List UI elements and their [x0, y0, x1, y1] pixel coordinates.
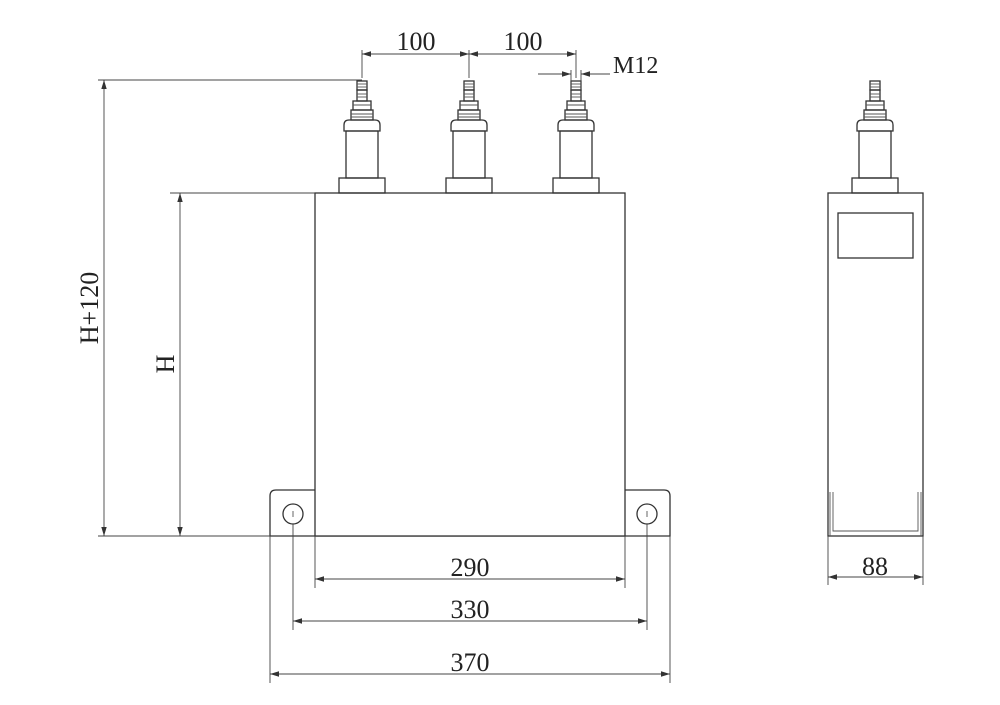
mounting-hole-right — [636, 503, 658, 525]
label-case-width: 290 — [451, 553, 490, 582]
terminal-bushing-right — [552, 80, 600, 194]
side-view — [827, 80, 924, 537]
label-hole-spacing: 330 — [451, 595, 490, 624]
mounting-hole-left — [282, 503, 304, 525]
terminal-bushing-left — [338, 80, 386, 194]
capacitor-case — [314, 192, 626, 537]
dimension-labels: 100 100 M12 H+120 H 290 330 370 88 — [75, 27, 888, 677]
label-bracket-width: 370 — [451, 648, 490, 677]
front-view — [269, 80, 671, 537]
label-pitch-2: 100 — [504, 27, 543, 56]
label-thread: M12 — [613, 53, 658, 79]
label-pitch-1: 100 — [397, 27, 436, 56]
label-depth: 88 — [862, 552, 888, 581]
side-terminal-bushing — [851, 80, 899, 194]
label-total-height: H+120 — [75, 272, 104, 344]
label-case-height: H — [151, 354, 180, 373]
terminal-bushing-center — [445, 80, 493, 194]
side-case — [827, 192, 924, 537]
side-bracket — [829, 492, 922, 536]
dimension-lines — [98, 50, 924, 683]
nameplate — [837, 212, 914, 259]
